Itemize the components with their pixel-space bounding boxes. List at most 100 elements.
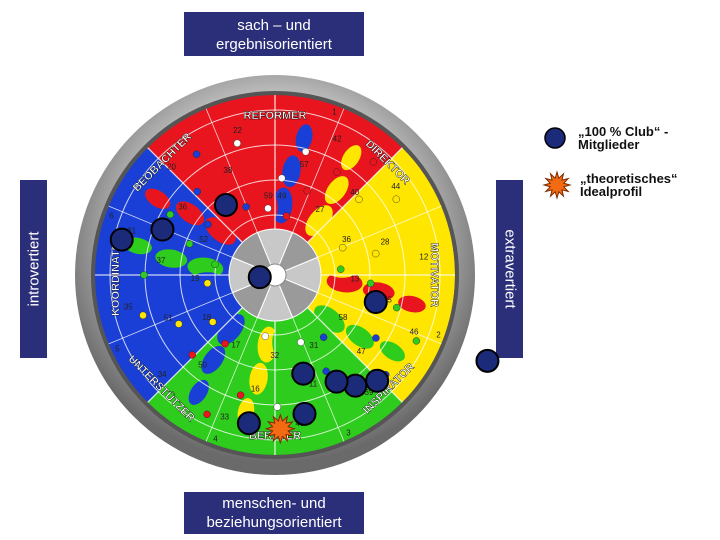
club-member-marker <box>291 361 316 386</box>
ring-number: 27 <box>316 205 325 214</box>
small-dot <box>264 204 272 213</box>
small-dot <box>139 311 147 320</box>
segment-number: 3 <box>346 429 351 438</box>
blend-wave <box>145 188 171 209</box>
ring-number: 37 <box>157 256 166 265</box>
ring-number: 52 <box>199 235 208 244</box>
ring-number: 19 <box>191 274 200 283</box>
club-member-marker <box>363 289 388 314</box>
ring-number: 40 <box>350 188 359 197</box>
small-dot <box>192 150 201 158</box>
segment-label: REFORMER <box>244 110 307 122</box>
blend-wave <box>324 176 349 205</box>
ring-number: 38 <box>223 166 232 175</box>
small-dot <box>203 410 211 419</box>
legend-club-label: „100 % Club“ - Mitglieder <box>578 124 669 152</box>
blend-wave <box>188 379 209 405</box>
axis-bottom-line-2: beziehungsorientiert <box>206 514 342 531</box>
segment-number: 1 <box>332 107 337 116</box>
segment-number: 4 <box>213 435 218 444</box>
club-member-marker <box>109 227 134 252</box>
small-dot <box>261 332 270 340</box>
grid-spoke <box>317 292 442 345</box>
wheel-center <box>228 228 322 322</box>
club-member-marker <box>292 401 317 426</box>
blend-wave <box>326 257 363 278</box>
ring-number: 34 <box>158 370 167 379</box>
ring-number: 28 <box>381 238 390 247</box>
ring-number: 42 <box>333 134 342 143</box>
small-dot <box>233 139 241 148</box>
axis-label-right: extravertiert <box>496 180 523 358</box>
legend-club-icon <box>544 127 566 149</box>
grid-spoke <box>292 317 345 442</box>
blend-wave <box>362 249 395 268</box>
blend-wave <box>155 282 188 301</box>
axis-bottom-line-1: menschen- und <box>222 495 326 512</box>
blend-wave <box>379 341 405 362</box>
grid-spoke <box>108 292 233 345</box>
axis-label-left: introvertiert <box>20 180 47 358</box>
club-member-marker <box>475 348 500 373</box>
ring-number: 58 <box>339 313 348 322</box>
ring-number: 22 <box>233 126 242 135</box>
blend-wave <box>176 201 205 226</box>
blend-wave <box>295 124 313 152</box>
blend-wave <box>201 345 226 374</box>
ring-number: 33 <box>220 412 229 421</box>
small-dot <box>211 260 219 269</box>
small-dot <box>393 303 401 312</box>
ring-number: 57 <box>300 160 309 169</box>
blend-wave <box>398 295 426 313</box>
small-dot <box>297 338 305 346</box>
segment-number: 2 <box>436 331 441 340</box>
blend-wave <box>326 272 363 293</box>
small-dot <box>303 187 311 195</box>
ring-number: 21 <box>127 227 136 236</box>
small-dot <box>175 320 183 328</box>
blend-wave <box>124 295 152 313</box>
ring-number: 47 <box>357 347 366 356</box>
ring-number: 36 <box>342 235 351 244</box>
club-member-marker <box>324 369 349 394</box>
small-dot <box>236 391 245 399</box>
club-member-marker <box>213 192 238 217</box>
small-dot <box>369 158 378 166</box>
ideal-profile-marker <box>264 413 296 445</box>
small-dot <box>319 333 328 341</box>
axis-label-top: sach – und ergebnisorientiert <box>184 12 364 56</box>
ring-number: 36 <box>178 202 187 211</box>
small-dot <box>278 174 286 182</box>
segment-number: 6 <box>109 211 114 220</box>
small-dot <box>282 212 291 220</box>
small-dot <box>412 337 421 345</box>
blend-wave <box>345 324 374 349</box>
wheel-numbers: 4957422740443628121345465847393111483216… <box>124 126 429 428</box>
small-dot <box>372 249 380 258</box>
ring-number: 16 <box>251 384 260 393</box>
ring-number: 17 <box>231 341 240 350</box>
small-dot <box>185 240 194 248</box>
blend-wave <box>249 155 268 188</box>
club-member-marker <box>150 217 175 242</box>
small-dot <box>302 148 310 156</box>
small-dot <box>140 271 148 279</box>
ring-number: 18 <box>202 313 211 322</box>
ring-number: 44 <box>391 182 400 191</box>
ring-number: 13 <box>350 275 359 284</box>
blend-wave <box>237 124 255 152</box>
ring-number: 12 <box>419 252 428 261</box>
axis-top-line-1: sach – und <box>237 17 311 34</box>
club-member-marker <box>365 368 390 393</box>
ring-number: 46 <box>410 327 419 336</box>
blend-wave <box>249 362 268 395</box>
segment-label: KOORDINATOR <box>110 234 122 316</box>
grid-spoke <box>292 108 345 233</box>
segment-label: MOTIVATOR <box>428 243 440 307</box>
ring-number: 31 <box>309 341 318 350</box>
small-dot <box>221 340 229 348</box>
small-dot <box>338 243 347 252</box>
small-dot <box>193 187 201 196</box>
small-dot <box>188 351 196 359</box>
